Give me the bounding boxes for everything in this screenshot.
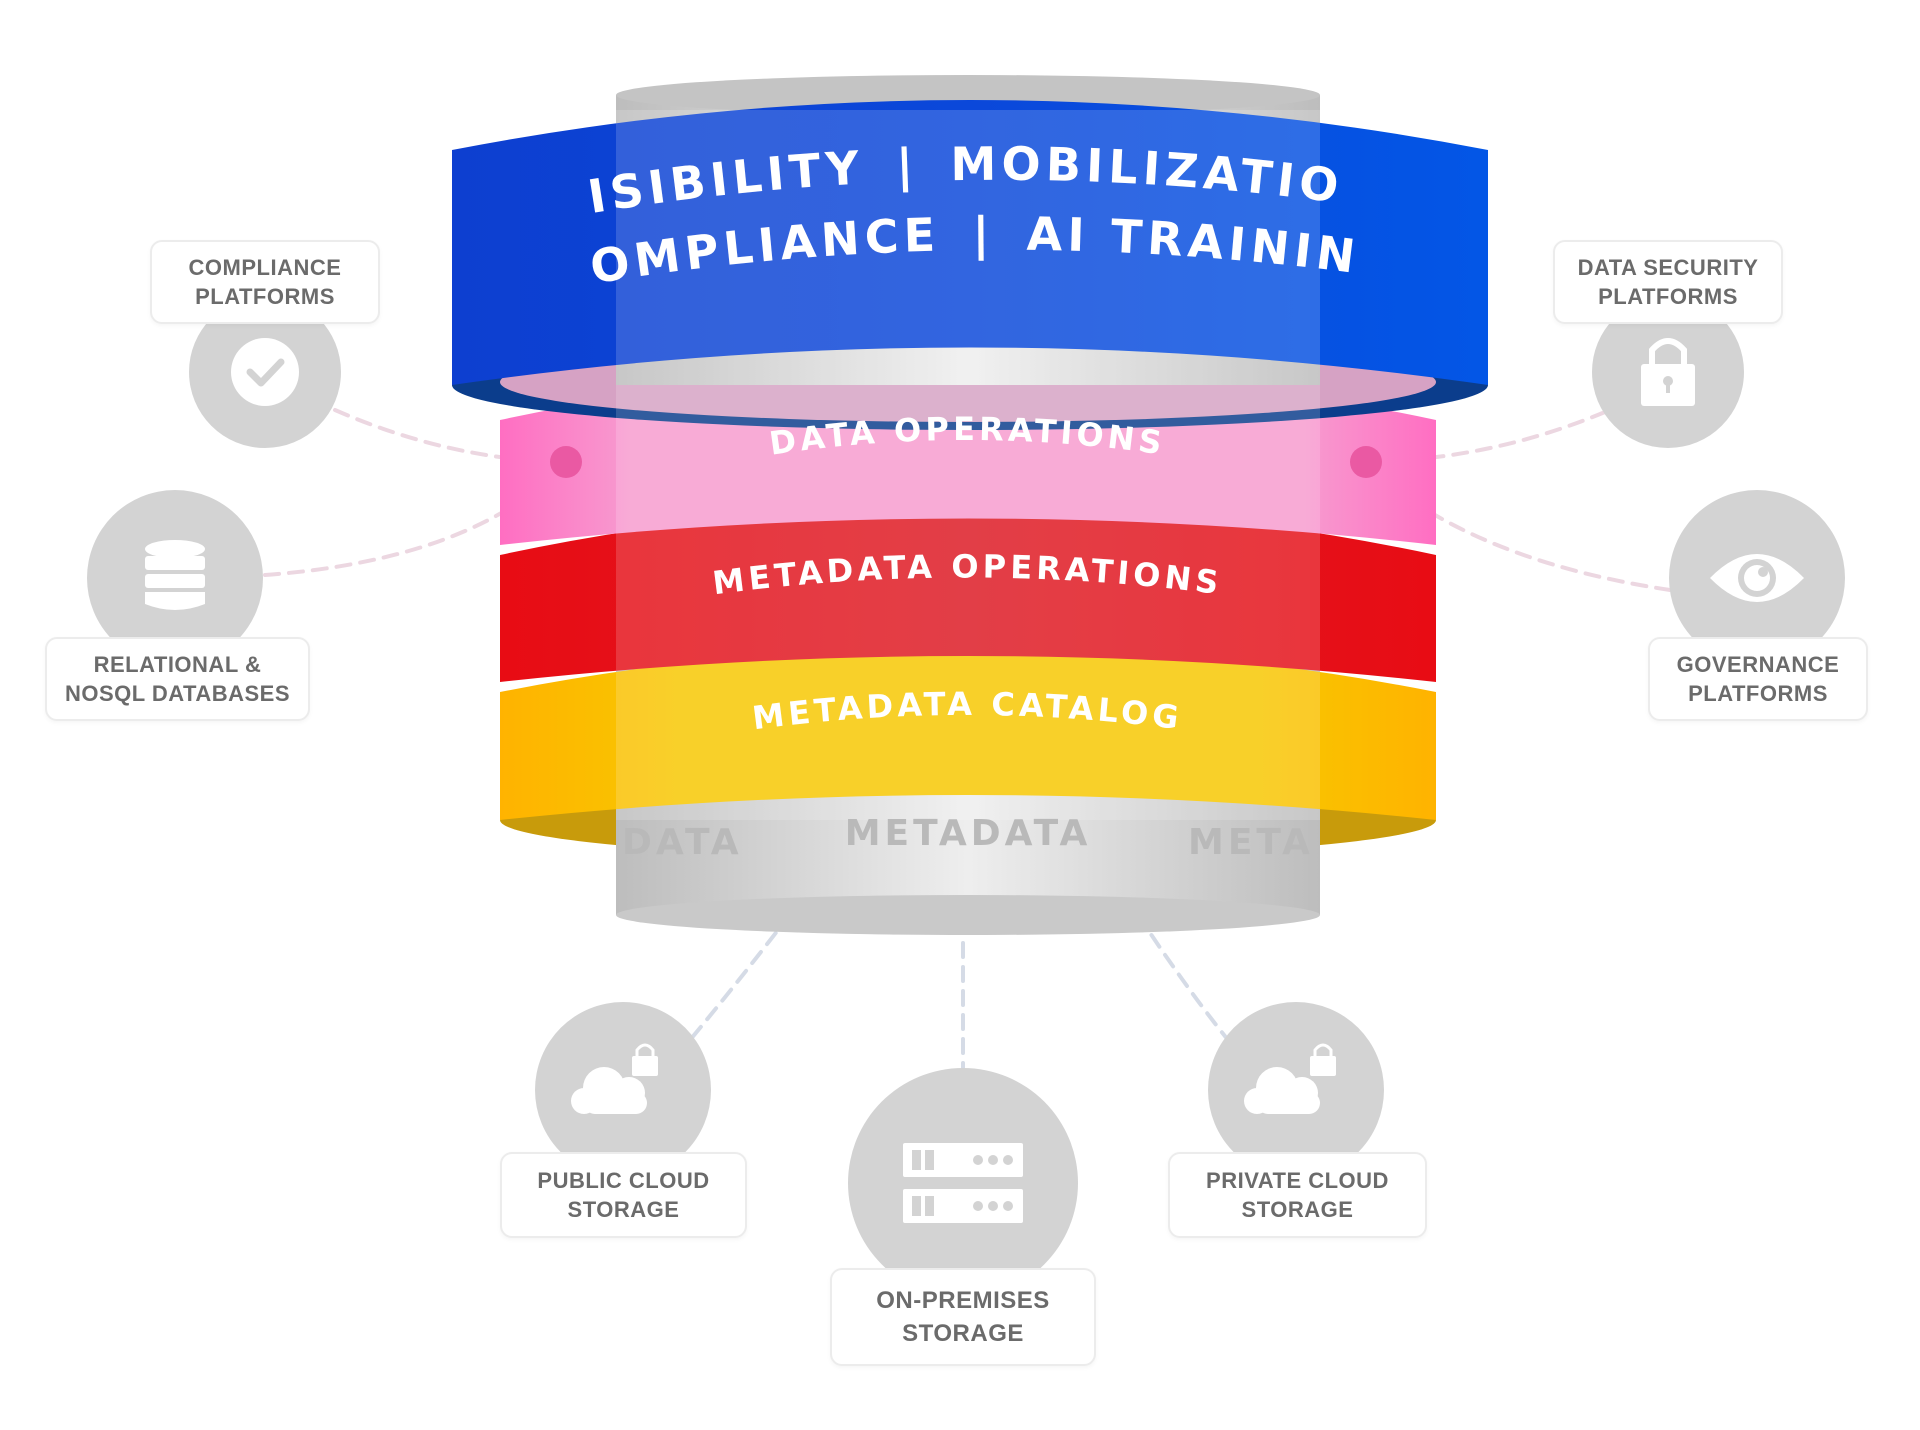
label-line-2: PLATFORMS (1688, 681, 1828, 706)
capabilities-ring (452, 100, 1488, 430)
label-line-1: COMPLIANCE (188, 255, 342, 280)
label-line-1: RELATIONAL & (93, 652, 262, 677)
check-icon (231, 338, 299, 406)
lock-icon (1641, 338, 1695, 406)
private-cloud-node (1208, 1002, 1384, 1178)
connector-compliance (333, 408, 567, 464)
cylinder-text-right: META (1188, 822, 1314, 863)
public-cloud-storage-label: PUBLIC CLOUD STORAGE (500, 1152, 747, 1238)
label-line-2: STORAGE (567, 1197, 680, 1222)
metadata-operations-band (500, 505, 1436, 682)
cylinder-text-center: METADATA (845, 813, 1092, 854)
database-icon (145, 540, 205, 610)
label-line-1: DATA SECURITY (1577, 255, 1759, 280)
label-line-1: PUBLIC CLOUD (537, 1168, 710, 1193)
relational-nosql-databases-label: RELATIONAL & NOSQL DATABASES (45, 637, 310, 721)
server-icon (903, 1143, 1023, 1223)
metadata-catalog-band (500, 646, 1436, 858)
governance-platforms-label: GOVERNANCE PLATFORMS (1648, 637, 1868, 721)
junction-dot-left (550, 446, 582, 478)
on-premises-storage-label: ON-PREMISES STORAGE (830, 1268, 1096, 1366)
on-premises-node (848, 1068, 1078, 1298)
label-line-2: PLATFORMS (195, 284, 335, 309)
compliance-node (189, 296, 341, 448)
compliance-platforms-label: COMPLIANCE PLATFORMS (150, 240, 380, 324)
data-security-platforms-label: DATA SECURITY PLATFORMS (1553, 240, 1783, 324)
label-line-1: PRIVATE CLOUD (1206, 1168, 1389, 1193)
label-line-1: GOVERNANCE (1676, 652, 1840, 677)
public-cloud-node (535, 1002, 711, 1178)
cloud-lock-icon (1244, 1043, 1336, 1114)
label-line-1: ON-PREMISES (876, 1287, 1050, 1314)
junction-dot-right (1350, 446, 1382, 478)
eye-icon (1710, 554, 1804, 602)
label-line-2: STORAGE (1241, 1197, 1354, 1222)
label-line-2: NOSQL DATABASES (64, 681, 291, 706)
cylinder-text-left: DATA (622, 822, 743, 863)
label-line-2: PLATFORMS (1598, 284, 1738, 309)
cloud-lock-icon (571, 1043, 658, 1114)
label-line-2: STORAGE (902, 1320, 1024, 1347)
databases-node (87, 490, 263, 666)
data-security-node (1592, 296, 1744, 448)
private-cloud-storage-label: PRIVATE CLOUD STORAGE (1168, 1152, 1427, 1238)
cylinder-overlay (616, 110, 1320, 820)
governance-node (1669, 490, 1845, 666)
